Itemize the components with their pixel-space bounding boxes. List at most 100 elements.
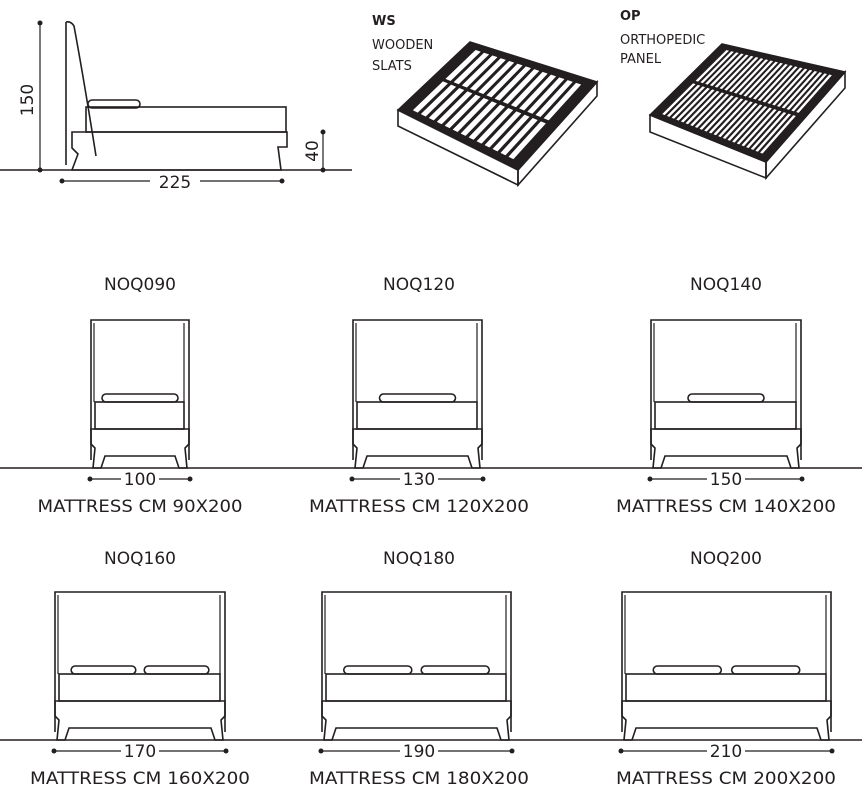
- slat: [452, 98, 489, 133]
- headboard-frame: [352, 319, 483, 460]
- slat: [753, 64, 788, 100]
- slat: [708, 98, 744, 134]
- slat: [704, 96, 739, 132]
- headboard-frame: [54, 591, 226, 732]
- leg-height-label: 40: [303, 140, 323, 162]
- slat: [786, 72, 822, 110]
- side-height-label: 150: [18, 84, 38, 116]
- pillow: [730, 665, 801, 675]
- model-width: 150: [710, 470, 742, 490]
- mattress-size-label: MATTRESS CM 90X200: [38, 497, 243, 517]
- pillow: [70, 665, 137, 675]
- slat: [494, 66, 531, 101]
- slat: [743, 61, 778, 97]
- slat: [671, 86, 705, 119]
- slat: [492, 114, 530, 152]
- model-width: 190: [403, 742, 435, 762]
- slat: [791, 73, 827, 112]
- slat: [757, 65, 793, 101]
- base-line1-op: ORTHOPEDIC: [620, 33, 705, 48]
- slat: [445, 49, 481, 81]
- headboard-frame: [321, 591, 512, 732]
- model-width: 170: [124, 742, 156, 762]
- slat: [436, 91, 473, 125]
- model-code: NOQ140: [690, 275, 762, 295]
- slat: [762, 66, 798, 103]
- slat: [527, 77, 565, 114]
- pillow: [378, 393, 457, 403]
- pillow: [652, 665, 723, 675]
- slat: [750, 112, 787, 150]
- slat: [796, 74, 832, 113]
- slat: [781, 71, 818, 109]
- model-code: NOQ160: [104, 549, 176, 569]
- mattress: [356, 401, 478, 430]
- slat: [460, 101, 497, 136]
- slat: [662, 83, 696, 116]
- pillow: [143, 665, 210, 675]
- mattress: [325, 673, 507, 702]
- bed-base: [54, 700, 226, 741]
- mattress-size-label: MATTRESS CM 200X200: [616, 769, 836, 789]
- slat: [420, 84, 457, 117]
- model-width: 130: [403, 470, 435, 490]
- slat: [453, 52, 490, 85]
- slat: [444, 94, 481, 129]
- pillow: [342, 665, 413, 675]
- slat: [478, 60, 515, 95]
- slat: [738, 60, 773, 95]
- slat: [694, 93, 729, 128]
- slat: [736, 107, 772, 145]
- model-width: 210: [710, 742, 742, 762]
- slat: [705, 52, 739, 85]
- bed-base: [90, 428, 190, 469]
- bed-base: [621, 700, 832, 741]
- slat: [461, 55, 498, 88]
- slat: [729, 58, 764, 93]
- slat: [724, 57, 759, 91]
- side-pillow: [87, 99, 141, 109]
- pillow: [420, 665, 491, 675]
- bed-base: [321, 700, 512, 741]
- model-code: NOQ090: [104, 275, 176, 295]
- wooden-slats-base: WS WOODEN SLATS: [372, 14, 599, 188]
- slat: [470, 58, 506, 91]
- model-code: NOQ200: [690, 549, 762, 569]
- slat: [772, 68, 808, 106]
- orthopedic-panel-base: OP ORTHOPEDIC PANEL: [620, 9, 847, 181]
- mattress-size-label: MATTRESS CM 160X200: [30, 769, 250, 789]
- slat: [767, 67, 803, 104]
- mattress-size-label: MATTRESS CM 180X200: [309, 769, 529, 789]
- model-code: NOQ120: [383, 275, 455, 295]
- slat: [695, 50, 729, 82]
- pillow: [101, 393, 179, 403]
- slat: [500, 118, 538, 156]
- slat: [511, 71, 548, 108]
- slat: [714, 54, 749, 88]
- headboard-frame: [621, 591, 832, 732]
- slat: [722, 103, 758, 139]
- slat: [746, 110, 782, 149]
- slat: [685, 90, 720, 125]
- slat: [484, 111, 522, 148]
- base-line1-ws: WOODEN: [372, 38, 433, 53]
- mattress-size-label: MATTRESS CM 120X200: [309, 497, 529, 517]
- side-mattress: [85, 106, 287, 133]
- slat: [755, 113, 791, 152]
- slat: [700, 51, 734, 84]
- slat: [732, 106, 768, 143]
- slat: [519, 74, 556, 111]
- slat: [710, 53, 744, 87]
- orthopedic-panel-slats: [662, 50, 832, 154]
- slat: [543, 82, 582, 121]
- slat: [486, 63, 523, 98]
- side-length-label: 225: [159, 173, 191, 193]
- slat: [777, 69, 813, 107]
